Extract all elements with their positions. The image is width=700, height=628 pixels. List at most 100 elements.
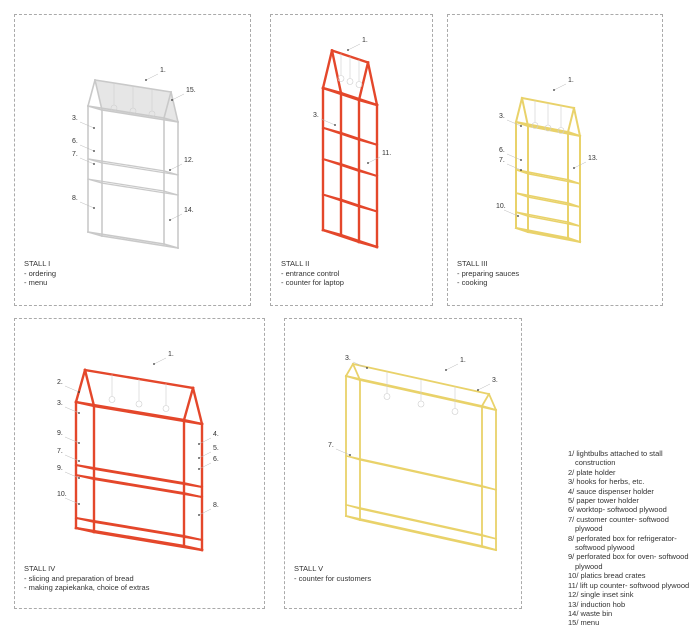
callout-leader — [79, 121, 95, 129]
callout-leader — [64, 497, 80, 505]
frame-member — [515, 211, 569, 224]
callout-dot — [78, 503, 80, 505]
callout-label: 1. — [160, 67, 166, 74]
callout-label: 14. — [184, 207, 194, 214]
stall-function: - ordering — [24, 268, 57, 278]
legend: 1/ lightbulbs attached to stall construc… — [568, 449, 698, 628]
callout-leader — [445, 363, 459, 371]
frame-member — [566, 106, 576, 134]
lightbulb-icon — [110, 104, 118, 112]
callout-dot — [334, 124, 336, 126]
callout-leader — [169, 213, 183, 221]
callout-label: 7. — [499, 157, 505, 164]
callout-label: 5. — [213, 445, 219, 452]
callout-label: 10. — [496, 203, 506, 210]
callout-leader — [79, 201, 95, 209]
callout-leader — [64, 436, 80, 444]
frame-member — [170, 91, 179, 123]
frame-member — [83, 368, 96, 408]
frame-member — [163, 170, 179, 176]
lightbulb-icon — [346, 78, 354, 85]
frame-member — [182, 481, 204, 489]
callout-dot — [198, 457, 200, 459]
legend-item: 4/ sauce dispenser holder — [568, 486, 654, 496]
callout-label: 12. — [184, 157, 194, 164]
callout-label: 1. — [362, 37, 368, 44]
callout-label: 6. — [213, 456, 219, 463]
callout-leader — [503, 209, 519, 217]
callout-label: 8. — [72, 195, 78, 202]
legend-item: 7/ customer counter- softwood plywood — [568, 514, 669, 534]
callout-leader — [64, 454, 80, 462]
stall-3-panel — [447, 14, 663, 306]
frame-member — [487, 392, 498, 412]
frame-member — [330, 49, 343, 95]
stall-title: STALL V — [294, 564, 324, 573]
lightbulb-icon — [162, 405, 170, 412]
stall-function: - counter for laptop — [281, 278, 344, 287]
callout-dot — [445, 369, 447, 371]
callout-leader — [64, 471, 80, 479]
callout-dot — [198, 514, 200, 516]
lightbulb-icon — [148, 110, 156, 118]
frame-member — [345, 503, 483, 536]
callout-leader — [553, 83, 567, 91]
legend-item: 15/ menu — [568, 618, 600, 628]
callout-label: 7. — [328, 442, 334, 449]
frame-member — [357, 61, 370, 102]
frame-member — [191, 386, 204, 426]
callout-label: 7. — [72, 151, 78, 158]
frame-member — [321, 49, 334, 90]
callout-dot — [347, 49, 349, 51]
callout-label: 11. — [382, 150, 391, 157]
frame-member — [87, 79, 96, 107]
callout-dot — [171, 99, 173, 101]
legend-item: 11/ lift up counter- softwood plywood — [568, 580, 690, 590]
frame-member — [163, 243, 179, 249]
frame-member — [572, 106, 582, 138]
callout-dot — [153, 363, 155, 365]
frame-member — [566, 221, 582, 228]
frame-member — [527, 215, 581, 228]
frame-member — [74, 473, 186, 495]
frame-member — [101, 235, 179, 249]
frame-member — [163, 190, 179, 196]
callout-leader — [506, 163, 522, 171]
callout-label: 3. — [313, 112, 319, 119]
frame-member — [357, 98, 379, 107]
stall-function: - slicing and preparation of bread — [24, 573, 134, 583]
frame-member — [182, 386, 195, 422]
frame-member — [87, 178, 165, 192]
stall-1-caption: STALL I - ordering - menu — [24, 259, 56, 288]
callout-dot — [78, 391, 80, 393]
callout-label: 3. — [492, 377, 498, 384]
callout-label: 15. — [186, 87, 196, 94]
callout-leader — [347, 43, 361, 51]
callout-dot — [198, 468, 200, 470]
callout-label: 1. — [568, 77, 574, 84]
callout-leader — [198, 508, 212, 516]
stall-2-panel — [270, 14, 433, 306]
frame-member — [515, 168, 569, 181]
stall-title: STALL IV — [24, 564, 56, 573]
stall-4-panel — [14, 318, 265, 609]
lightbulb-icon — [557, 127, 565, 134]
frame-member — [92, 477, 204, 499]
lightbulb-icon — [355, 81, 363, 88]
callout-dot — [93, 207, 95, 209]
callout-leader — [198, 437, 212, 445]
frame-member — [514, 96, 524, 124]
callout-dot — [78, 412, 80, 414]
callout-leader — [506, 119, 522, 127]
frame-member — [481, 484, 497, 491]
stall-4-frame: 1.2.3.9.7.9.10.4.5.6.8. — [57, 351, 219, 552]
callout-label: 9. — [57, 430, 63, 437]
legend-item: 14/ waste bin — [568, 608, 613, 618]
frame-member — [357, 138, 379, 146]
lightbulb-icon — [383, 393, 391, 400]
frame-member — [480, 544, 498, 552]
legend-item: 13/ induction hob — [568, 599, 626, 609]
frame-member — [480, 404, 498, 412]
frame-member — [566, 202, 582, 209]
